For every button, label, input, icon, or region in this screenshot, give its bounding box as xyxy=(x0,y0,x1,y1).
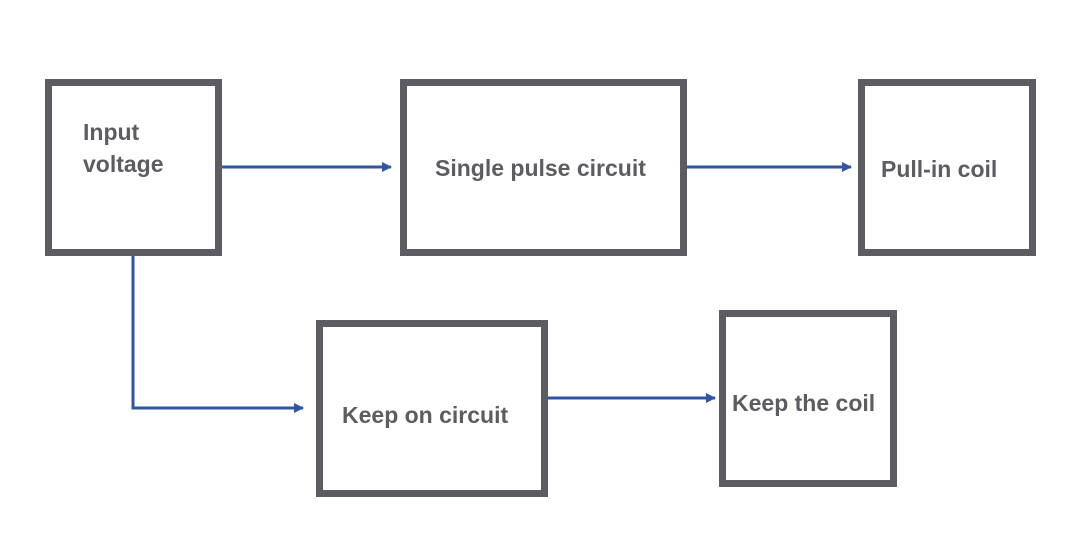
keep-on-circuit-box: Keep on circuit xyxy=(316,320,548,497)
input-voltage-box: Input voltage xyxy=(45,79,222,256)
keep-the-coil-box: Keep the coil xyxy=(719,310,897,487)
keep-the-coil-label: Keep the coil xyxy=(732,390,876,416)
pull-in-coil-label: Pull-in coil xyxy=(881,156,998,182)
keep-on-circuit-label: Keep on circuit xyxy=(342,402,509,428)
arrow-input-to-keep-on xyxy=(131,256,304,413)
input-voltage-label: Input voltage xyxy=(83,119,164,177)
single-pulse-circuit-box: Single pulse circuit xyxy=(400,79,687,256)
single-pulse-circuit-label: Single pulse circuit xyxy=(435,155,646,181)
pull-in-coil-box: Pull-in coil xyxy=(858,79,1036,256)
